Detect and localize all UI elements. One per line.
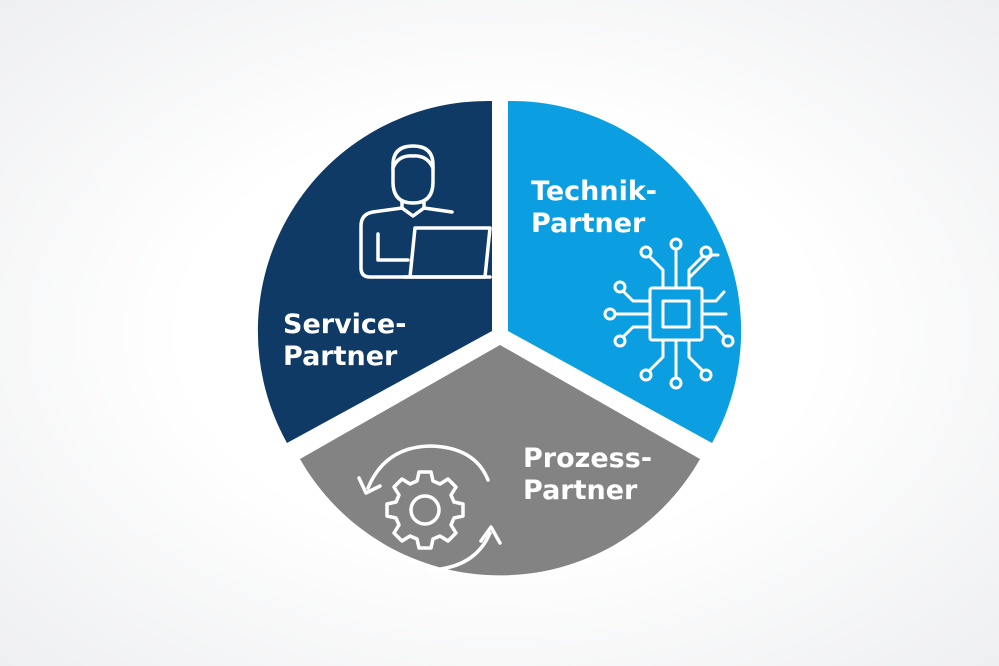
segment-technik-label-line1: Technik- [531,176,657,207]
segment-service-label: Service- Partner [283,309,416,372]
segment-prozess-shape [300,345,700,576]
segment-service-label-line2: Partner [283,341,398,372]
segment-prozess-partner: Prozess- Partner [300,345,700,576]
segment-technik-label-line2: Partner [531,208,646,239]
segment-prozess-label-line2: Partner [523,475,638,506]
gear-cycle-icon [357,444,502,572]
segment-service-partner: Service- Partner [257,100,492,444]
segment-technik-partner: Technik- Partner [508,100,742,443]
segment-service-label-line1: Service- [283,309,406,340]
segment-technik-label: Technik- Partner [531,176,666,239]
user-laptop-icon [359,144,492,279]
segment-prozess-label-line1: Prozess- [523,443,652,474]
segment-technik-shape [508,100,742,443]
circuit-chip-icon [603,237,735,390]
segment-prozess-label: Prozess- Partner [523,443,661,506]
